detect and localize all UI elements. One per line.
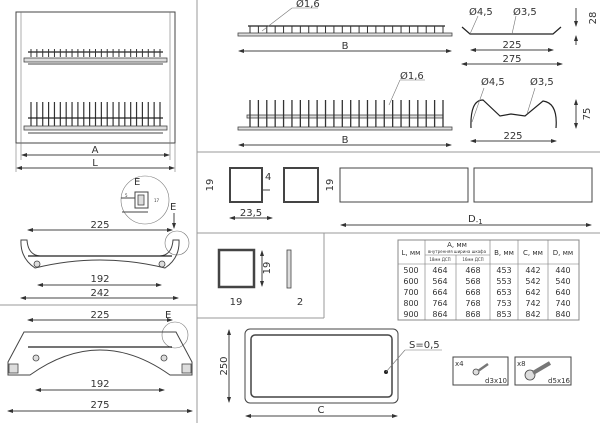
upper-profile-28: 28 [588,12,599,25]
detail-dim-17: 17 [154,198,160,203]
detail-e: E 5 17 E [120,175,190,256]
dim-a-label: A [92,145,99,156]
lower-rack-wire: Ø1,6 [400,70,424,82]
cabinet-view: A L [15,11,176,172]
dimensions-table: L, мм A, мм внутренняя ширина шкафа 18мм… [397,239,580,321]
screw-small-qty: x4 [455,360,464,368]
table-cell: 464 [432,266,447,275]
table-cell: 468 [465,266,480,275]
table-cell: 600 [403,277,418,286]
screw-large: x8 d5x16 [514,356,572,386]
lower-rack-side: Ø1,6 B [237,70,453,147]
header-d: D, мм [553,249,573,257]
table-cell: 864 [432,310,447,319]
upper-bracket-242: 242 [90,288,109,299]
upper-bracket-225: 225 [90,220,109,231]
lower-profile-225: 225 [503,131,522,142]
table-cell: 868 [465,310,480,319]
upper-rack-length: B [342,41,349,52]
upper-rack-front [23,49,168,65]
table-cell: 800 [403,299,418,308]
upper-profile: Ø4,5 Ø3,5 225 275 28 [461,6,599,66]
upper-bracket-192: 192 [90,274,109,285]
rail-w: 23,5 [240,208,262,219]
tray-w: C [318,405,325,416]
callout-e-lower: E [165,310,171,321]
rail-lip: 4 [265,172,271,183]
table-cell: 668 [465,288,480,297]
table-cell: 500 [403,266,418,275]
corner-h: 19 [262,262,273,275]
corner-w: 19 [230,297,243,308]
header-a-note: внутренняя ширина шкафа [428,249,487,254]
table-cell: 664 [432,288,447,297]
upper-profile-275: 275 [502,54,521,65]
screw-large-qty: x8 [517,360,526,368]
rail-h2: 19 [325,179,336,192]
table-cell: 453 [496,266,511,275]
screw-large-size: d5x16 [548,377,570,385]
upper-profile-225: 225 [502,40,521,51]
table-cell: 753 [496,299,511,308]
detail-dim-5: 5 [125,193,128,198]
table-cell: 653 [496,288,511,297]
corner-profile: 19 19 2 [217,248,303,308]
rail-length: D-1 [468,214,483,226]
table-cell: 540 [555,277,570,286]
table-cell: 640 [555,288,570,297]
table-cell: 840 [555,310,570,319]
lower-profile-d1: Ø4,5 [481,76,505,88]
upper-profile-d2: Ø3,5 [513,6,537,18]
header-a: A, мм [447,241,467,249]
screw-small-size: d3x10 [485,377,507,385]
lower-bracket-275: 275 [90,400,109,411]
header-l: L, мм [402,249,421,257]
upper-rack-side: Ø1,6 B [237,0,453,53]
lower-bracket-192: 192 [90,379,109,390]
rail-profile: 19 4 23,5 19 D-1 [205,167,593,227]
lower-rack-length: B [342,135,349,146]
table-cell: 442 [525,266,540,275]
callout-e-upper: E [170,202,176,213]
lower-bracket-view: 225 E 192 275 [7,310,193,413]
table-cell: 564 [432,277,447,286]
upper-rack-wire: Ø1,6 [296,0,320,10]
table-cell: 740 [555,299,570,308]
header-c: C, мм [523,249,543,257]
tray-h: 250 [219,356,230,375]
upper-profile-d1: Ø4,5 [469,6,493,18]
header-a16: 16мм ДСП [462,257,483,262]
table-cell: 853 [496,310,511,319]
lower-bracket-225: 225 [90,310,109,321]
lower-profile-d2: Ø3,5 [530,76,554,88]
table-cell: 742 [525,299,540,308]
header-b: B, мм [494,249,514,257]
table-cell: 700 [403,288,418,297]
table-cell: 568 [465,277,480,286]
detail-e-label: E [134,177,140,188]
lower-rack-front [23,102,168,134]
table-cell: 542 [525,277,540,286]
lower-profile-75: 75 [582,108,593,121]
header-a18: 18мм ДСП [429,257,450,262]
table-cell: 900 [403,310,418,319]
table-cell: 553 [496,277,511,286]
screw-icon [524,361,552,381]
rail-h1: 19 [205,179,216,192]
drip-tray: S=0,5 250 C [219,328,442,418]
table-cell: 440 [555,266,570,275]
screw-small: x4 d3x10 [452,356,509,386]
dim-l-label: L [92,158,98,169]
upper-bracket-view: 225 192 242 [20,220,180,300]
tray-thickness: S=0,5 [409,340,440,351]
lower-profile: Ø4,5 Ø3,5 225 75 [470,76,593,143]
table-cell: 642 [525,288,540,297]
screw-icon [472,362,489,376]
table-cell: 764 [432,299,447,308]
table-cell: 768 [465,299,480,308]
corner-t: 2 [297,297,303,308]
table-cell: 842 [525,310,540,319]
